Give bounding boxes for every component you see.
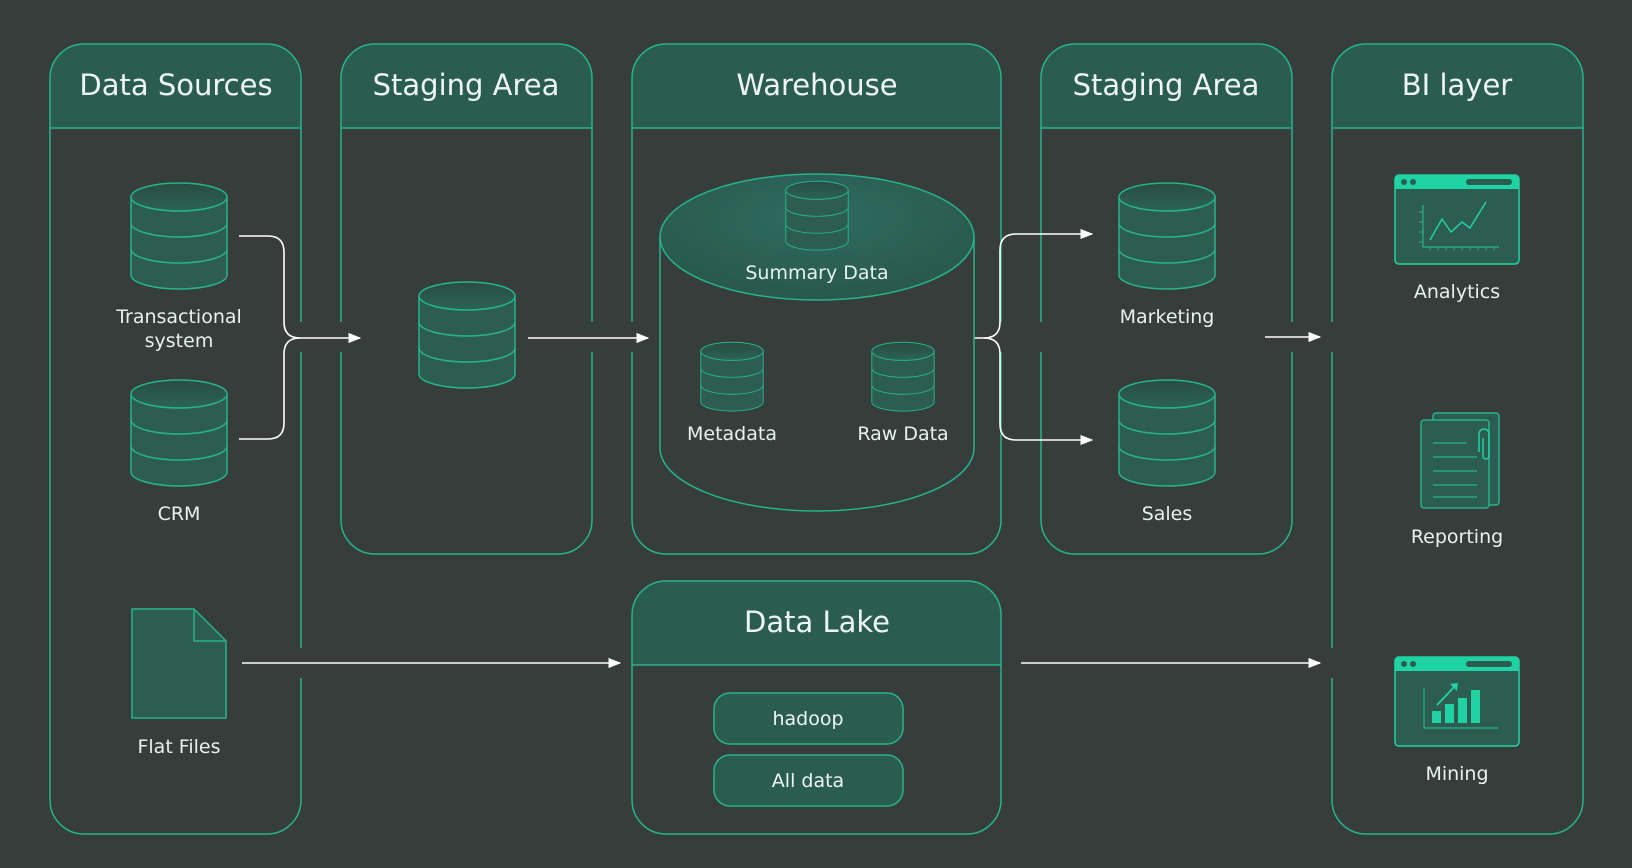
mining-chart-icon xyxy=(1394,656,1520,747)
arrow-crm-to-staging xyxy=(239,337,301,440)
all-data-label: All data xyxy=(772,770,844,792)
marketing-db: Marketing xyxy=(1118,182,1216,328)
staging-db xyxy=(418,281,516,389)
summary-data-label: Summary Data xyxy=(745,262,888,284)
flat-files-label: Flat Files xyxy=(137,736,220,758)
raw-data-db: Raw Data xyxy=(857,341,949,445)
database-icon xyxy=(700,341,764,412)
reporting-item: Reporting xyxy=(1411,412,1503,548)
database-icon xyxy=(785,180,849,251)
analytics-dashboard-icon xyxy=(1394,174,1520,265)
analytics-item: Analytics xyxy=(1394,174,1520,303)
all-data-pill xyxy=(713,754,904,807)
database-icon xyxy=(1118,182,1216,290)
mining-label: Mining xyxy=(1425,763,1488,785)
arrow-warehouse-to-marketing xyxy=(951,228,1094,339)
column-title-bi-layer: BI layer xyxy=(1402,68,1512,102)
column-title-staging-out: Staging Area xyxy=(1073,68,1260,102)
transactional-system-db: Transactional system xyxy=(115,182,242,352)
mining-item: Mining xyxy=(1394,656,1520,785)
reporting-label: Reporting xyxy=(1411,526,1503,548)
warehouse-cylinder: Summary Data Metadata Raw Data xyxy=(659,173,975,512)
metadata-label: Metadata xyxy=(687,423,777,445)
metadata-db: Metadata xyxy=(687,341,777,445)
database-icon xyxy=(418,281,516,389)
sales-label: Sales xyxy=(1142,503,1193,525)
database-icon xyxy=(130,379,228,487)
crm-db: CRM xyxy=(130,379,228,525)
transactional-label-line2: system xyxy=(145,330,214,352)
database-icon xyxy=(871,341,935,412)
column-bi-layer: BI layer xyxy=(1331,43,1584,835)
column-staging-out: Staging Area xyxy=(1040,43,1293,555)
arrow-warehouse-to-sales xyxy=(983,337,1094,446)
column-title-staging-in: Staging Area xyxy=(373,68,560,102)
data-lake-title: Data Lake xyxy=(744,605,890,639)
column-staging-in: Staging Area xyxy=(340,43,593,555)
document-icon xyxy=(131,608,227,719)
report-icon xyxy=(1420,412,1500,509)
transactional-label-line1: Transactional xyxy=(115,306,242,328)
crm-label: CRM xyxy=(158,503,201,525)
analytics-label: Analytics xyxy=(1414,281,1500,303)
column-title-warehouse: Warehouse xyxy=(736,68,897,102)
raw-data-label: Raw Data xyxy=(857,423,948,445)
hadoop-pill xyxy=(713,692,904,745)
flow-connectors xyxy=(239,228,1334,678)
data-lake-panel: Data Lake hadoop All data xyxy=(631,580,1002,835)
marketing-label: Marketing xyxy=(1120,306,1215,328)
database-icon xyxy=(130,182,228,290)
summary-data-db: Summary Data xyxy=(745,180,889,284)
column-data-sources: Data Sources xyxy=(49,43,302,835)
hadoop-label: hadoop xyxy=(772,708,843,730)
flat-files: Flat Files xyxy=(131,608,227,758)
arrow-transactional-to-staging xyxy=(239,235,362,344)
sales-db: Sales xyxy=(1118,379,1216,525)
column-warehouse: Warehouse xyxy=(631,43,1002,555)
database-icon xyxy=(1118,379,1216,487)
column-title-data-sources: Data Sources xyxy=(79,68,272,102)
